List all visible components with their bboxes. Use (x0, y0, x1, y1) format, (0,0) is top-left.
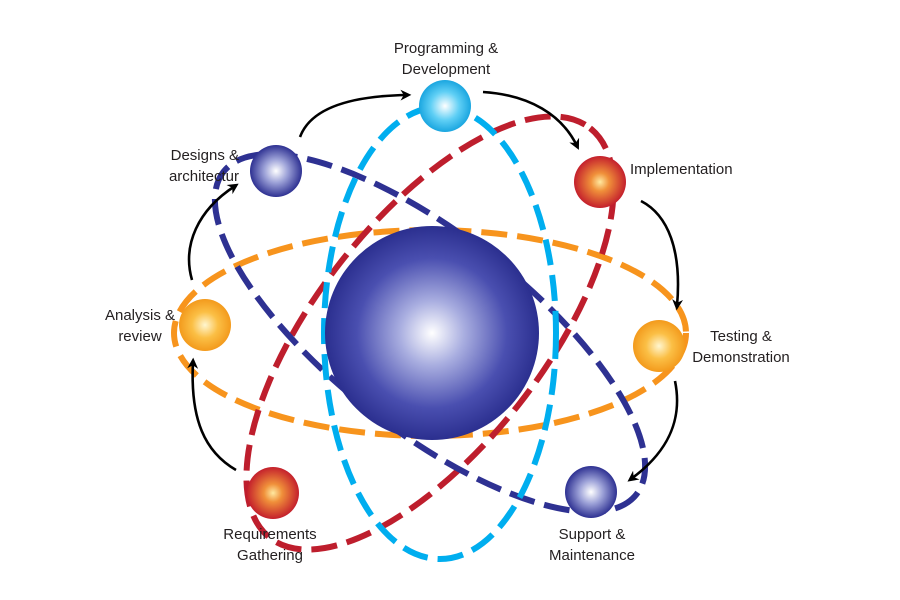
label-support-line2: Maintenance (549, 547, 635, 564)
label-programming: Programming & Development (394, 38, 498, 80)
label-requirements: Requirements Gathering (223, 524, 316, 566)
label-testing-line2: Demonstration (692, 349, 790, 366)
label-analysis-line1: Analysis & (104, 307, 176, 324)
label-support: Support & Maintenance (549, 524, 635, 566)
label-programming-line1: Programming & (393, 40, 499, 57)
label-support-line1: Support & (558, 526, 626, 543)
orbit-cyan (321, 104, 559, 562)
node-designs-sphere (250, 145, 302, 197)
label-designs-line1: Designs & (170, 147, 239, 164)
node-implementation-sphere (574, 156, 626, 208)
arrow-requirements-to-analysis (187, 357, 237, 472)
label-programming-line2: Development (401, 61, 491, 78)
label-requirements-line2: Gathering (237, 547, 303, 564)
label-designs: Designs & architectur (169, 145, 239, 187)
label-testing: Testing & Demonstration (692, 326, 790, 368)
label-requirements-line1: Requirements (223, 526, 317, 543)
label-designs-line2: architectur (168, 168, 239, 185)
node-testing-sphere (633, 320, 685, 372)
node-analysis-sphere (179, 299, 231, 351)
arrow-designs-to-programming (298, 89, 412, 138)
arrow-testing-to-support (627, 380, 679, 482)
label-analysis-line2: review (118, 328, 162, 345)
node-requirements-sphere (247, 467, 299, 519)
label-implementation-line1: Implementation (630, 161, 733, 178)
core-sphere (325, 226, 539, 440)
label-testing-line1: Testing & (710, 328, 772, 345)
arrow-programming-to-implementation (482, 90, 580, 150)
arrow-analysis-to-designs (187, 183, 239, 281)
label-analysis: Analysis & review (105, 305, 175, 347)
arrow-implementation-to-testing (640, 199, 684, 311)
label-implementation: Implementation (630, 159, 733, 180)
node-support-sphere (565, 466, 617, 518)
node-programming-sphere (419, 80, 471, 132)
